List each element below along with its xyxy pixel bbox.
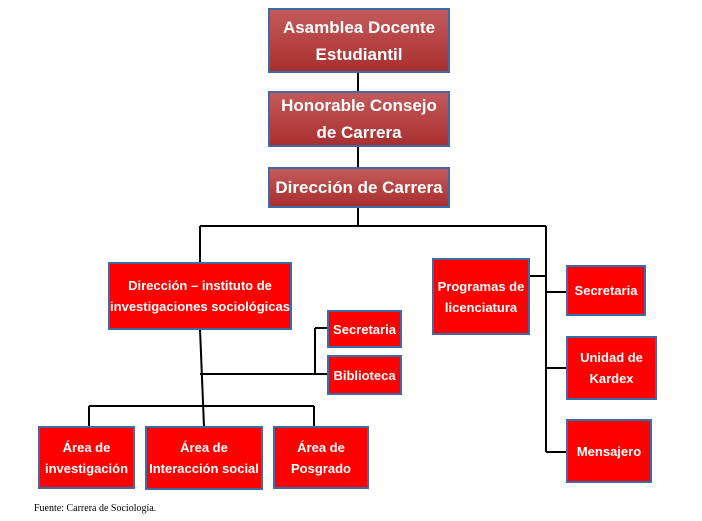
label-programas-licenciatura: Programas de licenciatura xyxy=(437,278,525,315)
box-consejo: Honorable Consejo de Carrera xyxy=(268,91,450,147)
label-unidad-kardex: Unidad de Kardex xyxy=(580,350,643,386)
box-area-posgrado: Área de Posgrado xyxy=(273,426,369,489)
connector-instituto-down xyxy=(199,328,205,428)
box-area-investigacion: Área de investigación xyxy=(38,426,135,489)
box-secretaria-instituto: Secretaria xyxy=(327,310,402,348)
label-direccion-carrera: Dirección de Carrera xyxy=(275,178,443,197)
label-area-investigacion: Área de investigación xyxy=(44,439,129,476)
box-mensajero: Mensajero xyxy=(566,419,652,483)
source-note: Fuente: Carrera de Sociología. xyxy=(34,503,157,514)
label-secretaria-programas: Secretaria xyxy=(574,283,638,298)
label-biblioteca: Biblioteca xyxy=(333,367,396,383)
label-consejo: Honorable Consejo de Carrera xyxy=(281,96,437,142)
label-direccion-instituto: Dirección – instituto de investigaciones… xyxy=(110,278,290,314)
box-biblioteca: Biblioteca xyxy=(327,355,402,395)
box-direccion-carrera: Dirección de Carrera xyxy=(268,167,450,208)
box-asamblea: Asamblea Docente Estudiantil xyxy=(268,8,450,73)
box-unidad-kardex: Unidad de Kardex xyxy=(566,336,657,400)
label-area-interaccion: Área de Interacción social xyxy=(149,440,259,476)
box-programas-licenciatura: Programas de licenciatura xyxy=(432,258,530,335)
box-area-interaccion: Área de Interacción social xyxy=(145,426,263,490)
label-area-posgrado: Área de Posgrado xyxy=(291,439,351,476)
label-secretaria-instituto: Secretaria xyxy=(333,321,396,337)
label-mensajero: Mensajero xyxy=(576,443,642,459)
label-asamblea: Asamblea Docente Estudiantil xyxy=(282,17,436,64)
box-direccion-instituto: Dirección – instituto de investigaciones… xyxy=(108,262,292,330)
box-secretaria-programas: Secretaria xyxy=(566,265,646,316)
